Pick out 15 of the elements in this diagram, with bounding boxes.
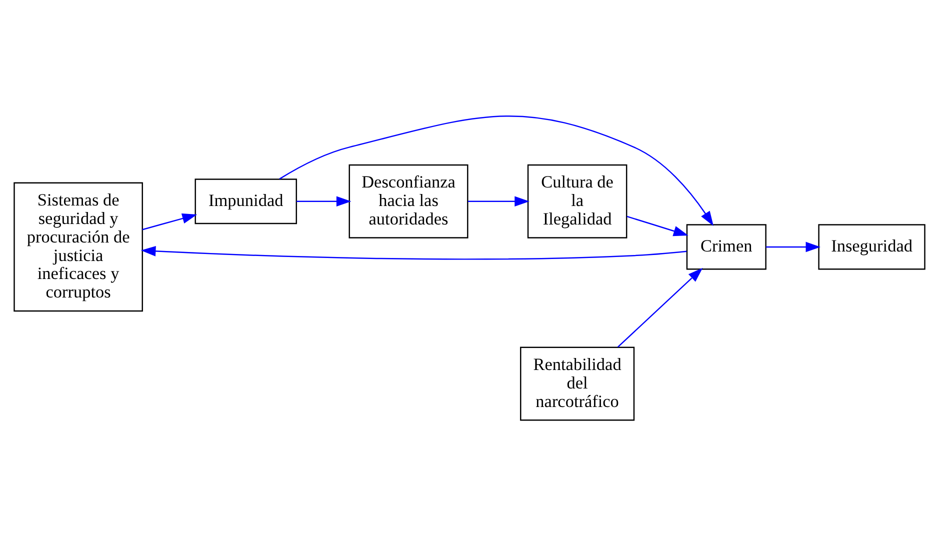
arrow (296, 196, 352, 206)
node-box: Impunidad (194, 178, 297, 224)
node-box: Inseguridad (818, 224, 926, 270)
arrow (279, 115, 714, 226)
arrow (626, 215, 688, 236)
arrow (766, 241, 821, 252)
node-box: Rentabilidad del narcotráfico (520, 346, 635, 420)
node-box: Sistemas de seguridad y procuración de justicia ineficaces y corruptos (14, 182, 143, 312)
arrow (617, 267, 703, 348)
node-box: Crimen (686, 224, 766, 270)
node-box: Desconfianza hacia las autoridades (348, 164, 468, 238)
arrow (142, 212, 198, 230)
node-box: Cultura de la Ilegalidad (527, 164, 628, 238)
arrow (468, 196, 530, 206)
arrow (140, 245, 687, 260)
